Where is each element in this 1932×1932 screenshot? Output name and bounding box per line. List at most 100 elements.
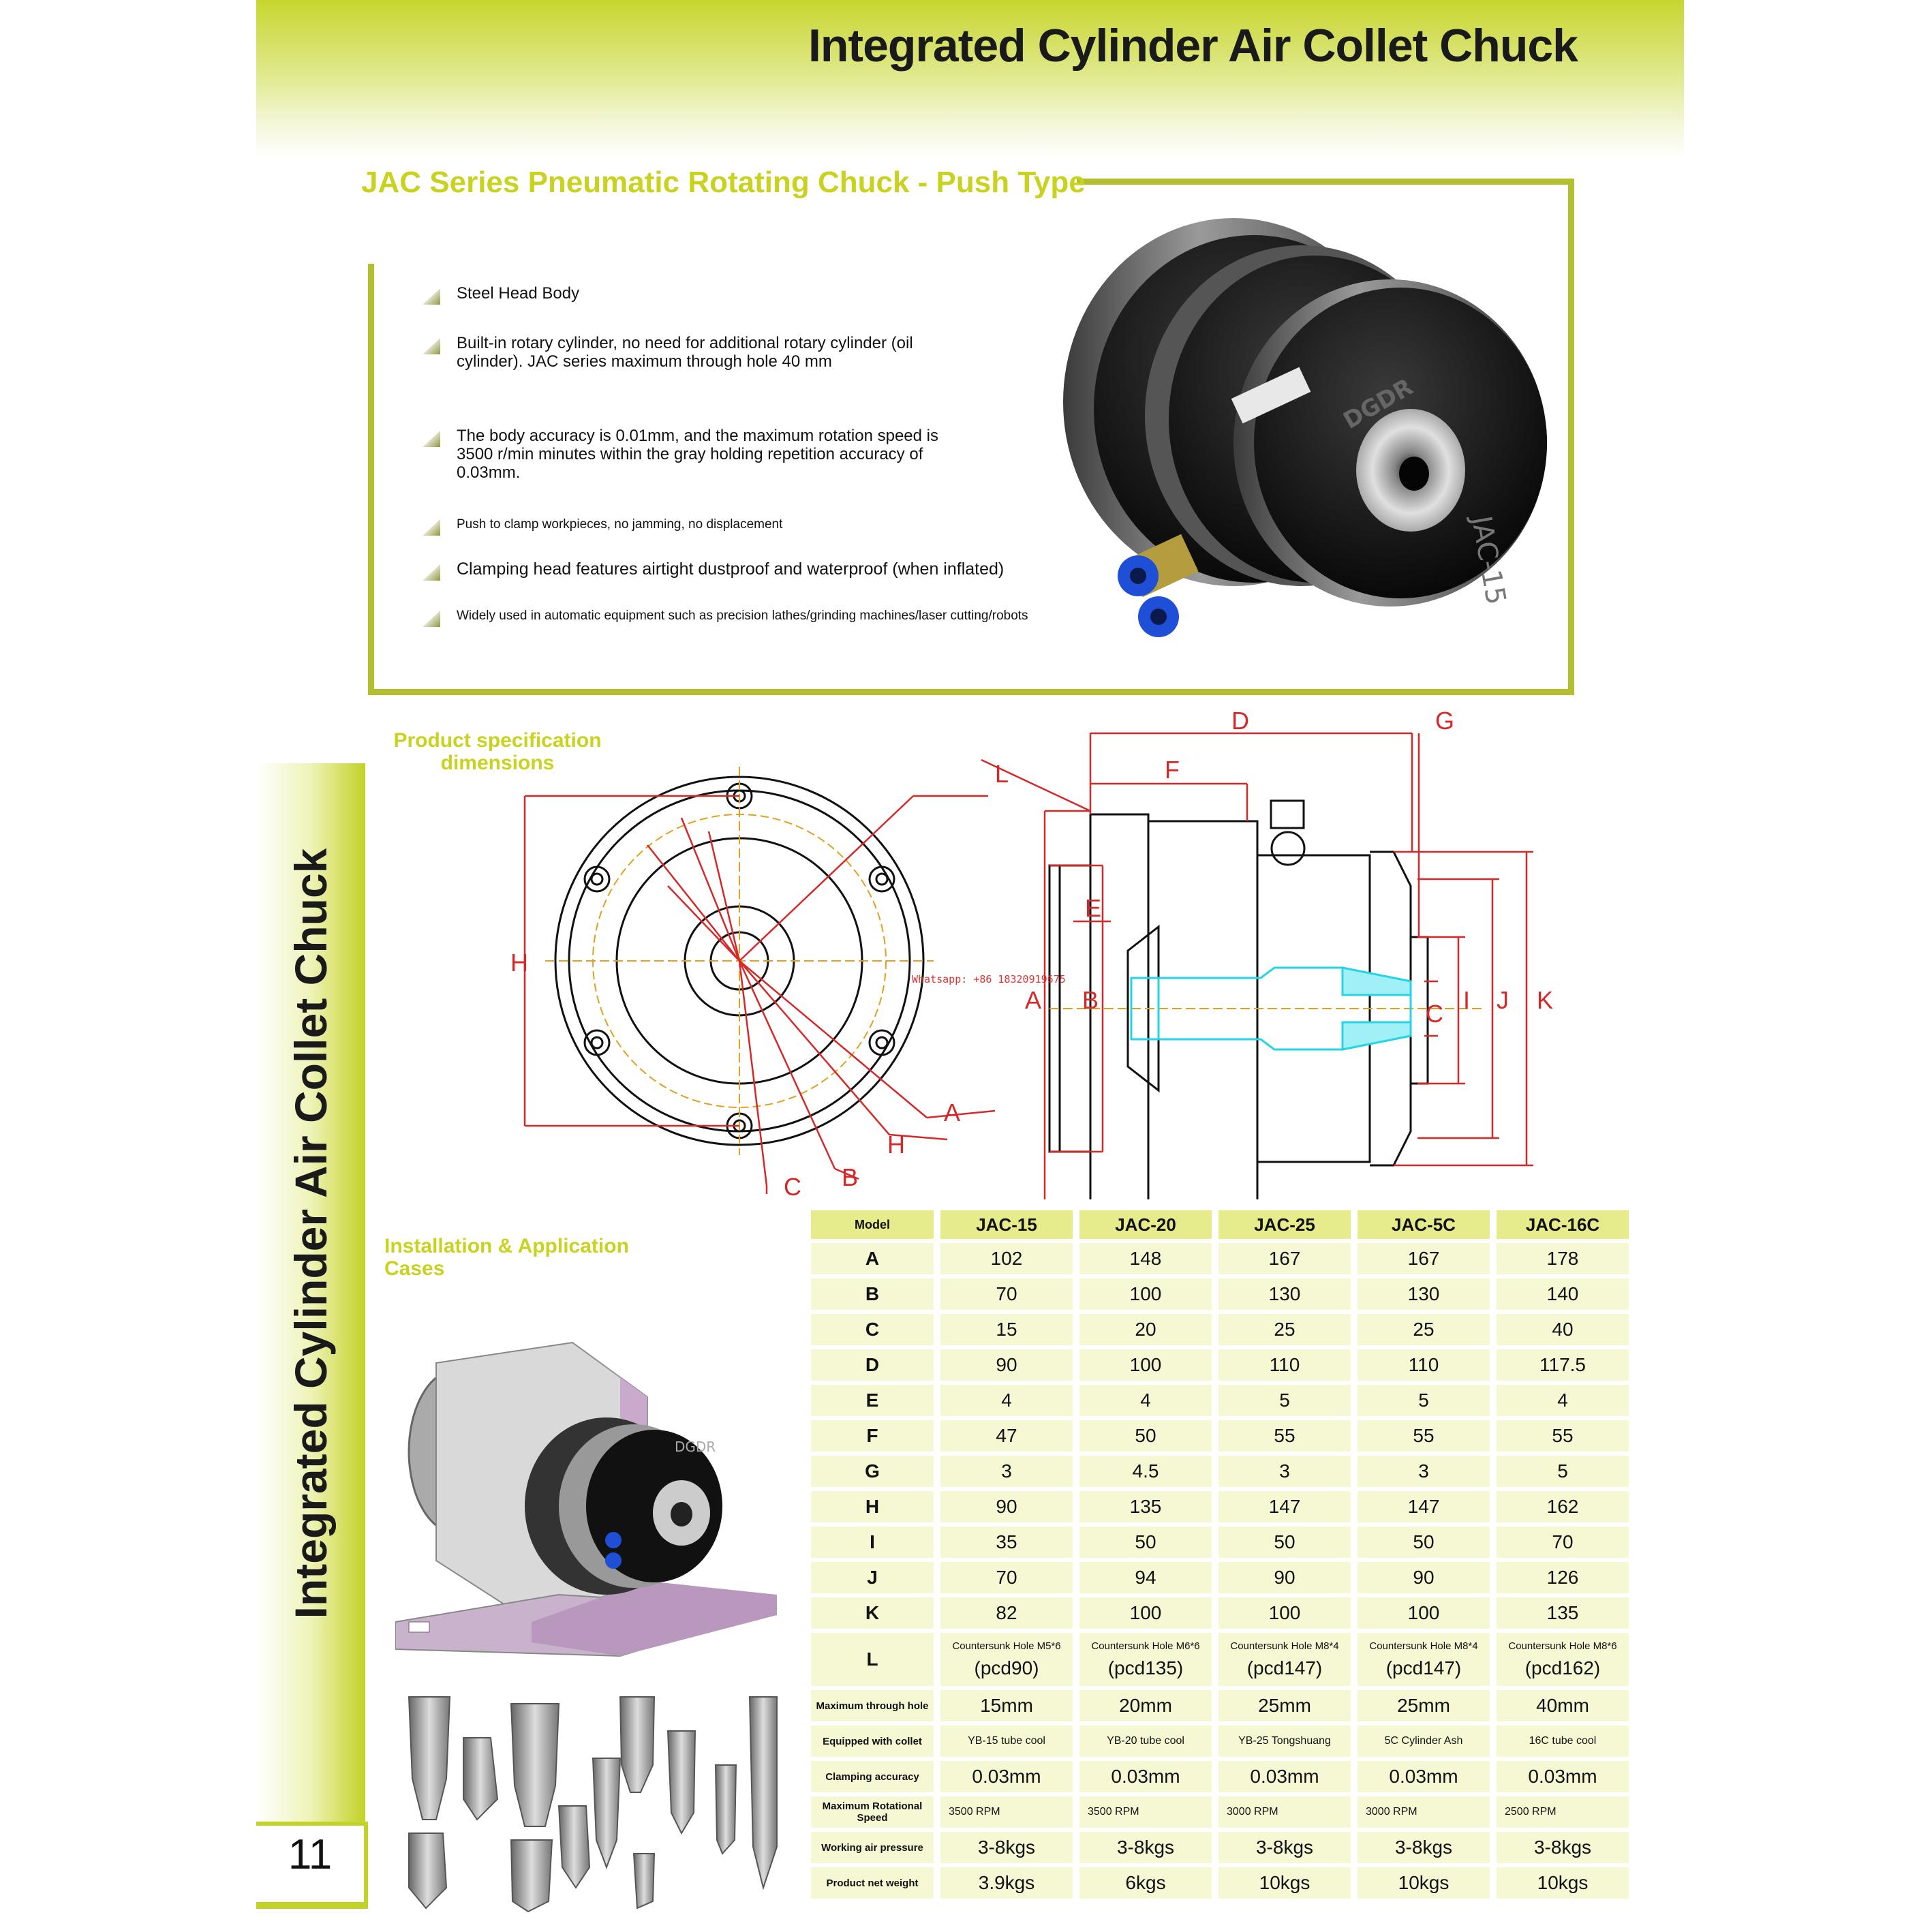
table-cell: 135 (1079, 1491, 1212, 1522)
dim-letter-J: J (1497, 986, 1509, 1014)
table-cell: 3-8kgs (1497, 1832, 1629, 1863)
feature-text: Push to clamp workpieces, no jamming, no… (457, 517, 783, 532)
table-cell: 10kgs (1358, 1867, 1490, 1899)
table-cell: 35 (940, 1527, 1073, 1558)
front-view-letters: H L A H B C (510, 760, 1009, 1199)
series-title: JAC Series Pneumatic Rotating Chuck - Pu… (361, 166, 1086, 199)
triangle-bullet-icon (423, 431, 440, 447)
row-label: Clamping accuracy (811, 1761, 934, 1792)
table-cell: 130 (1358, 1278, 1490, 1310)
table-cell: 3500 RPM (940, 1796, 1073, 1828)
pcd-spec: (pcd147) (1246, 1657, 1323, 1678)
table-cell: 100 (1358, 1597, 1490, 1629)
feature-item: Steel Head Body (423, 284, 947, 305)
side-title: Integrated Cylinder Air Collet Chuck (286, 848, 336, 1619)
table-header-cell: JAC-20 (1079, 1210, 1212, 1239)
page-title: Integrated Cylinder Air Collet Chuck (808, 20, 1578, 72)
feature-item: The body accuracy is 0.01mm, and the max… (423, 427, 961, 482)
row-label: H (811, 1491, 934, 1522)
table-cell: 50 (1218, 1527, 1351, 1558)
table-cell: 0.03mm (940, 1761, 1073, 1792)
triangle-bullet-icon (423, 519, 440, 536)
table-cell: 167 (1218, 1243, 1351, 1274)
hole-spec: Countersunk Hole M5*6 (952, 1640, 1061, 1652)
dim-letter-A-side: A (1025, 986, 1041, 1014)
feature-text: Built-in rotary cylinder, no need for ad… (457, 334, 913, 371)
table-cell: 5 (1218, 1385, 1351, 1416)
install-label: Installation & Application Cases (384, 1235, 629, 1280)
watermark-text: Whatsapp: +86 18320919675 (912, 973, 1066, 985)
row-label: Working air pressure (811, 1832, 934, 1863)
table-cell: Countersunk Hole M6*6 (pcd135) (1079, 1633, 1212, 1686)
table-cell: 20 (1079, 1314, 1212, 1345)
install-brand-text: DGDR (675, 1439, 716, 1455)
dim-letter-L: L (995, 760, 1009, 788)
table-cell: 5C Cylinder Ash (1358, 1726, 1490, 1757)
feature-item: Widely used in automatic equipment such … (423, 607, 1111, 627)
table-cell: Countersunk Hole M8*4(pcd147) (1218, 1633, 1351, 1686)
table-cell: 162 (1497, 1491, 1629, 1522)
table-cell: 5 (1497, 1456, 1629, 1487)
table-header-row: Model JAC-15 JAC-20 JAC-25 JAC-5C JAC-16… (811, 1210, 1629, 1239)
table-cell: 3-8kgs (940, 1832, 1073, 1863)
feature-text: Clamping head features airtight dustproo… (457, 559, 1005, 579)
table-cell: 147 (1358, 1491, 1490, 1522)
table-cell: 140 (1497, 1278, 1629, 1310)
dim-letter-A: A (944, 1099, 960, 1126)
table-cell: 4.5 (1079, 1456, 1212, 1487)
row-label: A (811, 1243, 934, 1274)
dim-letter-E: E (1085, 894, 1101, 922)
spec-table: Model JAC-15 JAC-20 JAC-25 JAC-5C JAC-16… (804, 1206, 1636, 1903)
row-label: E (811, 1385, 934, 1416)
feature-text: Steel Head Body (457, 284, 580, 303)
table-header-cell: JAC-25 (1218, 1210, 1351, 1239)
collet-group (408, 1696, 778, 1913)
dim-letter-G: G (1435, 709, 1454, 735)
hole-spec: Countersunk Hole M6*6 (1091, 1640, 1200, 1652)
feature-text: Widely used in automatic equipment such … (457, 609, 1028, 623)
table-cell: 135 (1497, 1597, 1629, 1629)
install-photo: DGDR (395, 1341, 778, 1657)
table-cell: Countersunk Hole M5*6(pcd90) (940, 1633, 1073, 1686)
dim-letter-I: I (1463, 986, 1470, 1014)
table-cell: 100 (1079, 1278, 1212, 1310)
pcd-spec: (pcd147) (1385, 1657, 1462, 1678)
table-cell: 3.9kgs (940, 1867, 1073, 1899)
table-cell: 4 (1497, 1385, 1629, 1416)
technical-drawing: H L A H B C (510, 709, 1553, 1199)
hole-spec: Countersunk Hole M8*6 (1508, 1640, 1617, 1652)
table-cell: 47 (940, 1420, 1073, 1452)
table-cell: Countersunk Hole M8*6(pcd162) (1497, 1633, 1629, 1686)
table-cell: 117.5 (1497, 1349, 1629, 1381)
table-cell: YB-20 tube cool (1079, 1726, 1212, 1757)
table-cell: 110 (1358, 1349, 1490, 1381)
table-cell: 3 (1218, 1456, 1351, 1487)
dim-letter-D: D (1231, 709, 1249, 735)
table-cell: 3000 RPM (1358, 1796, 1490, 1828)
row-label: Maximum Rotational Speed (811, 1796, 934, 1828)
hole-spec: Countersunk Hole M8*4 (1369, 1640, 1478, 1652)
table-cell: 50 (1358, 1527, 1490, 1558)
table-cell: 25mm (1358, 1690, 1490, 1721)
row-label: I (811, 1527, 934, 1558)
table-cell: 3-8kgs (1079, 1832, 1212, 1863)
pcd-spec: (pcd135) (1107, 1657, 1184, 1678)
table-cell: 40mm (1497, 1690, 1629, 1721)
row-label: J (811, 1562, 934, 1593)
triangle-bullet-icon (423, 288, 440, 305)
table-cell: 50 (1079, 1420, 1212, 1452)
table-cell: 55 (1218, 1420, 1351, 1452)
front-view-dimensions (523, 795, 996, 1194)
header-band (256, 0, 1684, 160)
dim-letter-H-2: H (887, 1131, 905, 1159)
dim-letter-C-side: C (1426, 1000, 1443, 1028)
table-cell: 70 (940, 1278, 1073, 1310)
table-cell: 90 (940, 1349, 1073, 1381)
air-fitting-icon (1118, 534, 1199, 637)
